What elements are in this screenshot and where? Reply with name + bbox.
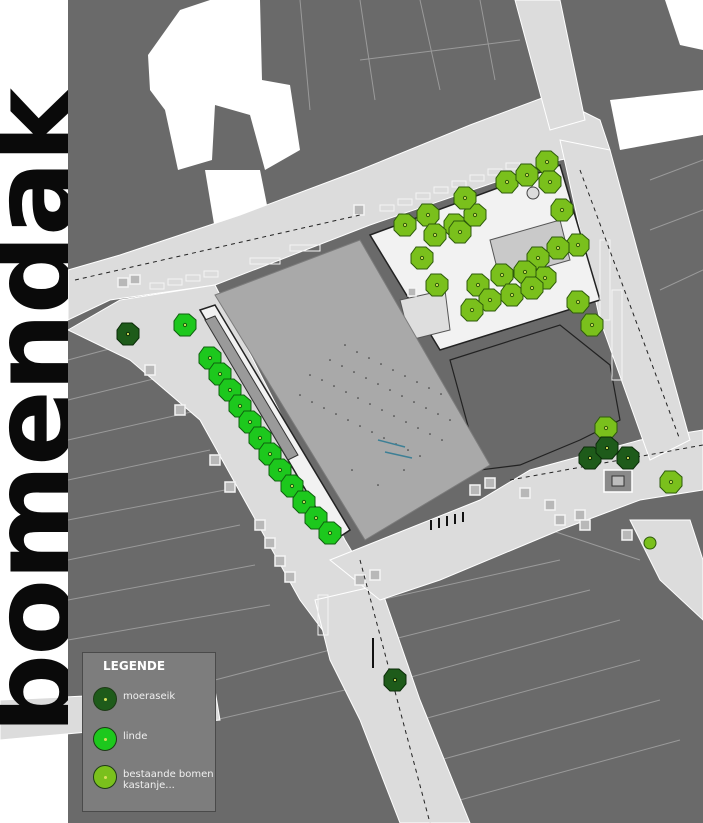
chestnut-trees-small — [643, 536, 657, 550]
white-building — [665, 0, 703, 50]
legend-label-line2: kastanje... — [123, 780, 175, 791]
legend-label-line1: bestaande bomen — [123, 769, 214, 780]
parcel-lines — [67, 0, 703, 801]
legend-label: bestaande bomen kastanje... — [123, 769, 214, 791]
white-building — [148, 0, 300, 170]
legend-title: LEGENDE — [103, 659, 166, 673]
legend: LEGENDE moeraseik linde bestaande bomen … — [82, 652, 216, 812]
monument-icon — [603, 469, 633, 493]
chestnut-tree-icon — [93, 765, 117, 789]
arcade-inner — [204, 315, 299, 461]
title-text: bomendak — [0, 89, 68, 734]
kiosks — [117, 204, 633, 586]
road-dashes — [74, 169, 703, 823]
moeraseik-tree-icon — [93, 687, 117, 711]
legend-label: linde — [123, 731, 148, 742]
lamp-posts — [372, 512, 464, 668]
fountain-icon — [526, 186, 540, 200]
central-square — [214, 239, 491, 541]
white-building — [610, 90, 703, 150]
water-feature — [377, 439, 413, 459]
vertical-title: bomendak — [0, 0, 68, 823]
legend-label: moeraseik — [123, 691, 176, 702]
square-dots — [299, 344, 451, 486]
linde-tree-icon — [93, 727, 117, 751]
